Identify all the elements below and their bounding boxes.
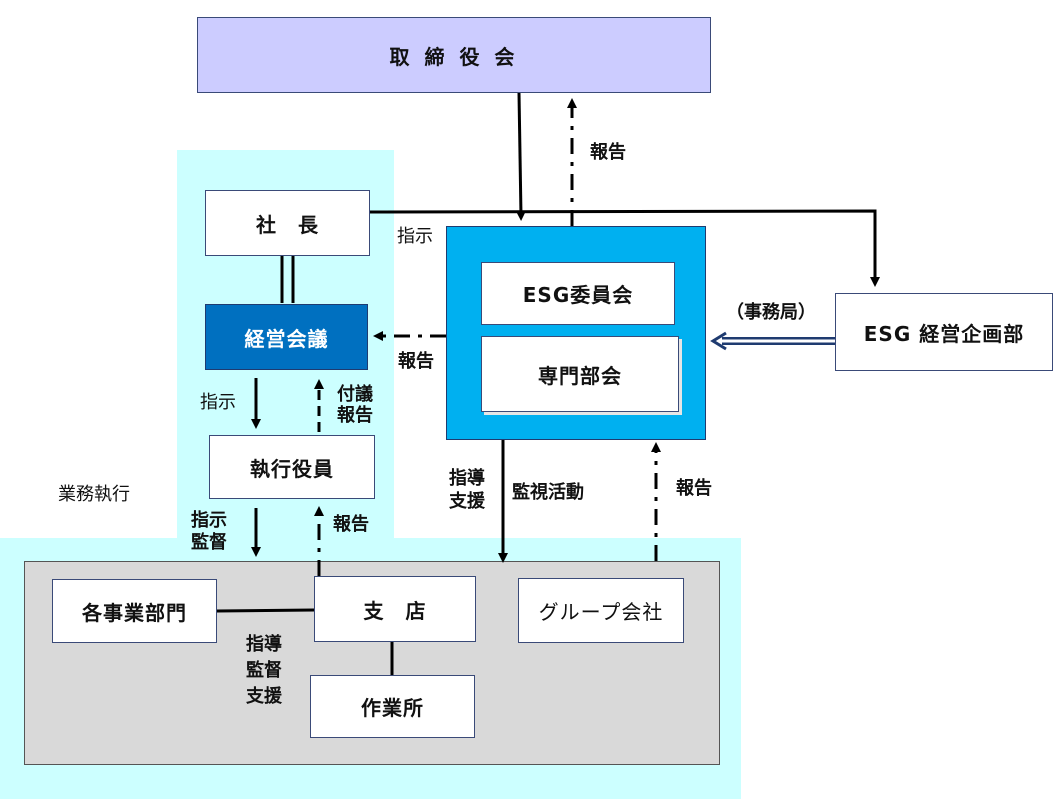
instruct-supervise-label-1: 指示: [191, 510, 227, 531]
expert-subcommittee-box: 専門部会: [481, 336, 679, 412]
report-to-board-label: 報告: [590, 142, 626, 163]
branch-guide-label-1: 指導: [246, 634, 282, 655]
divisions-branch-link: [216, 608, 315, 613]
secretariat-arrow-head: [710, 331, 727, 351]
board-to-esg-arrow: [515, 92, 526, 221]
instruct-exec-label: 指示: [200, 392, 236, 413]
work-site-box: 作業所: [310, 675, 475, 738]
guide-support-label-1: 指導: [449, 468, 485, 489]
expert-subcommittee-label: 専門部会: [538, 363, 622, 388]
guide-support-label-2: 支援: [449, 491, 485, 512]
management-meeting-label: 経営会議: [244, 326, 329, 351]
esg-committee-box: ESG委員会: [481, 262, 675, 325]
management-meeting-box: 経営会議: [205, 304, 368, 370]
deliberation-report-label-1: 付議: [337, 384, 373, 405]
esg-planning-dept-label: ESG 経営企画部: [863, 321, 1025, 346]
report-from-group-label: 報告: [676, 478, 712, 499]
branch-guide-label-3: 支援: [246, 686, 282, 707]
executive-officers-label: 執行役員: [250, 456, 334, 481]
esg-planning-dept-box: ESG 経営企画部: [835, 293, 1053, 371]
instruct-president-label: 指示: [397, 226, 433, 247]
branch-guide-label-2: 監督: [246, 660, 282, 681]
board-of-directors-box: 取 締 役 会: [197, 17, 711, 93]
president-to-esg-dept-line: [369, 209, 880, 287]
report-from-branch-label: 報告: [333, 514, 369, 535]
work-site-label: 作業所: [361, 696, 424, 720]
business-execution-label: 業務執行: [58, 484, 130, 505]
president-label: 社 長: [256, 212, 319, 237]
report-to-mgmt-label: 報告: [398, 351, 434, 372]
deliberation-report-label-2: 報告: [337, 405, 373, 426]
esg-committee-label: ESG委員会: [522, 283, 634, 307]
group-companies-box: グループ会社: [518, 578, 684, 643]
monitoring-label: 監視活動: [512, 482, 584, 503]
branch-box: 支 店: [314, 576, 476, 642]
secretariat-label: （事務局）: [726, 302, 816, 323]
branch-label: 支 店: [363, 598, 427, 623]
group-companies-label: グループ会社: [538, 600, 664, 624]
business-divisions-box: 各事業部門: [52, 579, 217, 643]
instruct-supervise-label-2: 監督: [191, 532, 227, 553]
president-box: 社 長: [205, 190, 370, 256]
business-divisions-label: 各事業部門: [82, 600, 187, 625]
board-label: 取 締 役 会: [389, 44, 519, 69]
executive-officers-box: 執行役員: [209, 435, 375, 499]
